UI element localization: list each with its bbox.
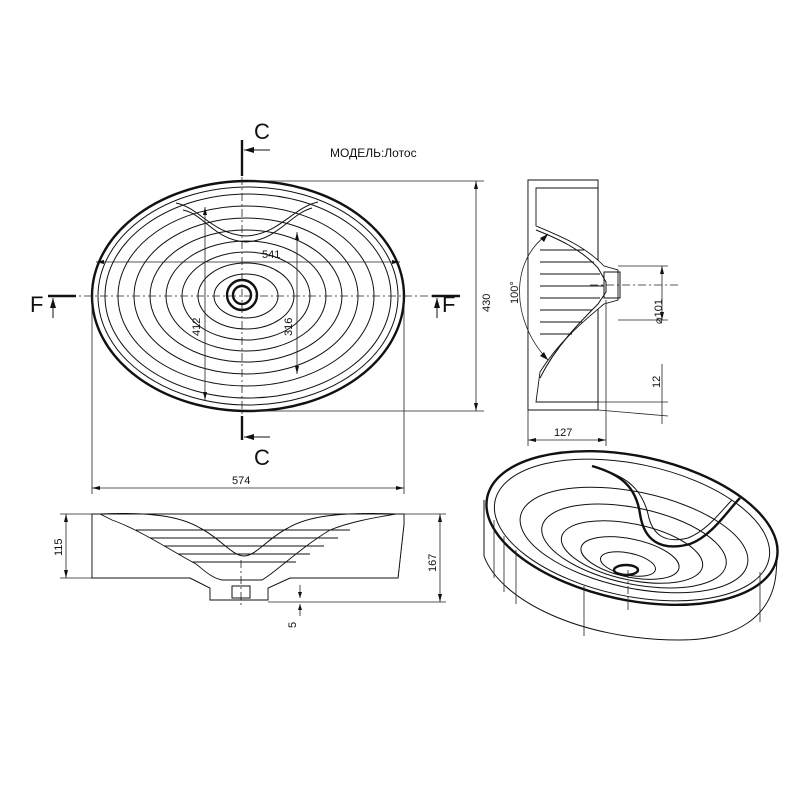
- side-section-fill: [527, 179, 619, 411]
- dim-bowl-width: 412: [191, 318, 203, 336]
- front-lotus-contour: [99, 513, 397, 557]
- side-section-view: 100° ⌀101 12 127: [509, 179, 680, 446]
- iso-rim-inner: [493, 458, 771, 602]
- iso-body-lines: [493, 520, 761, 636]
- top-view: C C F F МОДЕЛЬ:Лотос 541 412 316 430 57: [30, 119, 493, 494]
- iso-lotus-petal: [591, 464, 741, 548]
- dim-wall-thickness: 12: [651, 376, 663, 388]
- section-label-f-left: F: [30, 292, 43, 317]
- dim-drain-offset: 5: [287, 622, 299, 628]
- model-label: МОДЕЛЬ:Лотос: [330, 146, 417, 160]
- dim-inner-length: 541: [262, 249, 280, 261]
- front-section-fill: [91, 513, 405, 601]
- side-grooves: [540, 249, 604, 335]
- top-rim-inner: [97, 186, 399, 406]
- dim-inner-bowl-width: 316: [283, 318, 295, 336]
- dim-side-width: 127: [554, 427, 572, 439]
- side-angle-arc: [519, 233, 549, 361]
- top-lotus-notch: [175, 201, 319, 237]
- iso-lotus-petal-inner: [603, 469, 733, 541]
- top-lotus-notch-inner: [182, 207, 313, 243]
- isometric-view: [483, 449, 779, 641]
- dim-overall-width: 430: [481, 294, 493, 312]
- iso-body: [483, 500, 779, 641]
- iso-grooves: [519, 486, 749, 594]
- dim-drain-diameter: ⌀101: [653, 299, 665, 324]
- section-label-f-right: F: [442, 292, 455, 317]
- dim-angle: 100°: [509, 281, 521, 304]
- dim-overall-length: 574: [232, 475, 250, 487]
- section-label-c-top: C: [254, 119, 270, 144]
- iso-drain: [612, 563, 640, 577]
- dim-total-height: 167: [427, 554, 439, 572]
- side-inner-profile: [535, 229, 607, 379]
- dim-height: 115: [53, 538, 65, 556]
- section-label-c-bottom: C: [254, 445, 270, 470]
- front-grooves: [136, 529, 350, 563]
- iso-rim-outer: [485, 449, 779, 607]
- front-section-view: 115 167 5: [53, 513, 446, 628]
